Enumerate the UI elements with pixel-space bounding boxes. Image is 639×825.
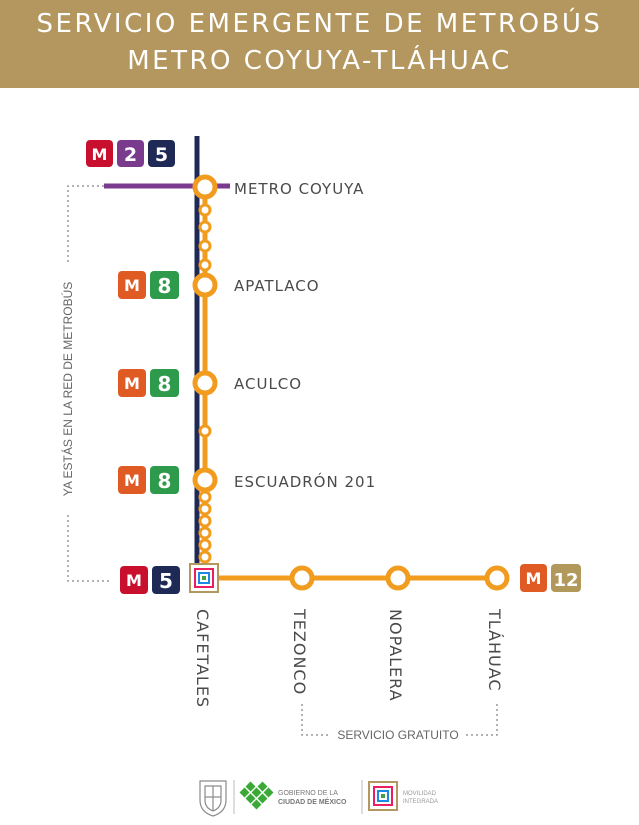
line-5-badge: 5: [159, 569, 173, 593]
line-8-badge: 8: [158, 372, 172, 396]
footer-logos: GOBIERNO DE LA CIUDAD DE MÉXICO MOVILIDA…: [199, 780, 438, 817]
station-marker-apatlaco: [192, 272, 218, 298]
station-marker-nopalera: [385, 565, 411, 591]
movilidad-integrada-logo-icon: [368, 781, 398, 811]
movilidad-text-line-2: INTEGRADA: [403, 799, 438, 805]
station-label-apatlaco: APATLACO: [234, 277, 320, 295]
title-line-2: METRO COYUYA-TLÁHUAC: [127, 46, 512, 76]
coat-of-arms-icon: [199, 780, 227, 817]
badge-group-apatlaco: M 8: [118, 271, 179, 299]
metro-logo-icon: M: [126, 571, 142, 590]
gov-text-line-2: CIUDAD DE MÉXICO: [278, 797, 347, 806]
badge-group-cafetales: M 5: [120, 566, 180, 594]
station-marker-aculco: [192, 370, 218, 396]
minor-stops: [198, 203, 212, 564]
station-marker-tlahuac: [484, 565, 510, 591]
gov-text-line-1: GOBIERNO DE LA: [278, 790, 338, 797]
badge-group-tlahuac: M 12: [520, 564, 581, 592]
station-label-tlahuac: TLÁHUAC: [485, 608, 504, 692]
main-stations: [192, 174, 510, 591]
title-line-1: SERVICIO EMERGENTE DE METROBÚS: [36, 9, 603, 39]
free-service-bracket: [301, 704, 498, 736]
station-marker-tezonco: [289, 565, 315, 591]
metro-logo-icon: M: [124, 374, 140, 393]
side-note-text: YA ESTÁS EN LA RED DE METROBÚS: [60, 282, 75, 497]
station-marker-coyuya: [192, 174, 218, 200]
line-8-badge: 8: [158, 274, 172, 298]
station-label-nopalera: NOPALERA: [386, 609, 405, 702]
free-service-text: SERVICIO GRATUITO: [337, 728, 458, 742]
badge-group-escuadron: M 8: [118, 466, 179, 494]
line-5-badge: 5: [155, 144, 168, 166]
header-banner: SERVICIO EMERGENTE DE METROBÚS METRO COY…: [0, 0, 639, 88]
station-label-cafetales: CAFETALES: [193, 609, 212, 708]
side-bracket: [67, 185, 110, 582]
metro-logo-icon: M: [124, 276, 140, 295]
line-8-badge: 8: [158, 469, 172, 493]
metro-logo-icon: M: [92, 145, 108, 164]
metro-logo-icon: M: [526, 569, 542, 588]
station-label-aculco: ACULCO: [234, 375, 302, 393]
badge-group-aculco: M 8: [118, 369, 179, 397]
metro-logo-icon: M: [124, 471, 140, 490]
badge-group-coyuya: M 2 5: [86, 140, 175, 167]
line-2-badge: 2: [124, 144, 137, 166]
line-12-badge: 12: [553, 570, 578, 591]
cdmx-cross-logo-icon: [239, 781, 274, 810]
movilidad-text-line-1: MOVILIDAD: [403, 791, 437, 797]
station-label-escuadron: ESCUADRÓN 201: [234, 472, 376, 491]
station-label-tezonco: TEZONCO: [290, 608, 309, 695]
terminal-icon: [189, 563, 219, 593]
station-marker-escuadron: [192, 467, 218, 493]
station-label-coyuya: METRO COYUYA: [234, 180, 364, 198]
